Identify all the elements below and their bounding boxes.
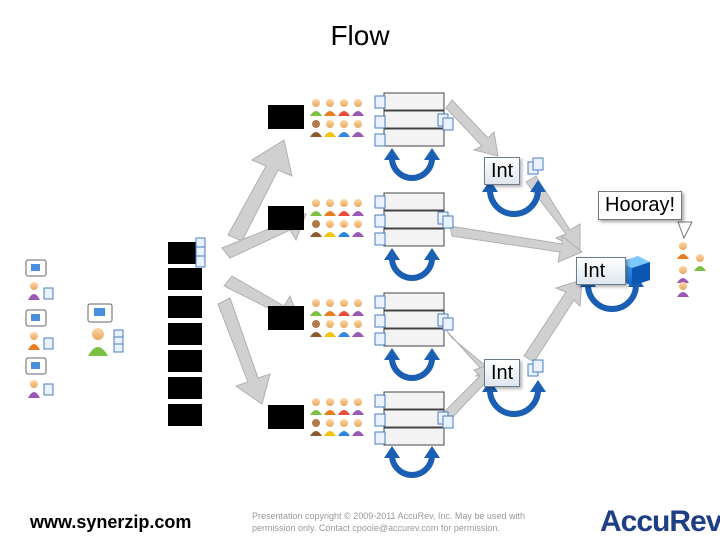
team-3 xyxy=(268,292,454,381)
document-icon xyxy=(374,95,454,147)
footer-website: www.synerzip.com xyxy=(30,512,192,532)
footer-copyright: Presentation copyright © 2009-2011 AccuR… xyxy=(252,511,525,533)
person-icon xyxy=(28,282,108,398)
arrow-to-team-1 xyxy=(227,139,293,242)
arrow-to-team-4 xyxy=(217,297,271,405)
cycle-arrow-icon xyxy=(389,257,435,281)
story-block xyxy=(168,377,202,399)
cycle-arrow-icon xyxy=(389,357,435,381)
cycle-arrow-icon xyxy=(487,189,639,417)
team-4 xyxy=(268,391,454,478)
slide-title: Flow xyxy=(330,20,390,51)
center-integration-label: Int xyxy=(576,257,626,285)
cycle-arrow-icon xyxy=(389,454,435,478)
document-icon xyxy=(195,237,206,268)
person-icon xyxy=(677,242,706,297)
team-1 xyxy=(268,92,454,181)
story-block xyxy=(168,404,202,426)
story-block xyxy=(168,242,202,264)
document-icon xyxy=(43,287,124,396)
document-icon xyxy=(374,195,454,246)
stakeholders-left xyxy=(25,259,124,398)
cycle-arrow-icon xyxy=(389,157,435,181)
arrow-team2-to-center xyxy=(449,225,583,263)
person-icon xyxy=(310,398,364,436)
arrow-team1-to-int1 xyxy=(445,99,499,157)
story-block xyxy=(168,296,202,318)
accurev-logo: AccuRev xyxy=(600,505,720,538)
story-block xyxy=(168,350,202,372)
person-icon xyxy=(310,199,364,237)
integration-label: Int xyxy=(484,157,521,185)
document-icon xyxy=(527,157,544,377)
team-2 xyxy=(268,192,454,281)
integration-label: Int xyxy=(484,359,521,387)
document-icon xyxy=(374,394,454,445)
document-icon xyxy=(374,295,454,346)
backlog-column xyxy=(168,237,206,426)
story-block xyxy=(168,323,202,345)
person-icon xyxy=(310,99,364,137)
person-icon xyxy=(310,299,364,337)
arrow-int2-to-center xyxy=(523,279,583,363)
story-block xyxy=(168,268,202,290)
hooray-callout: Hooray! xyxy=(598,191,683,220)
